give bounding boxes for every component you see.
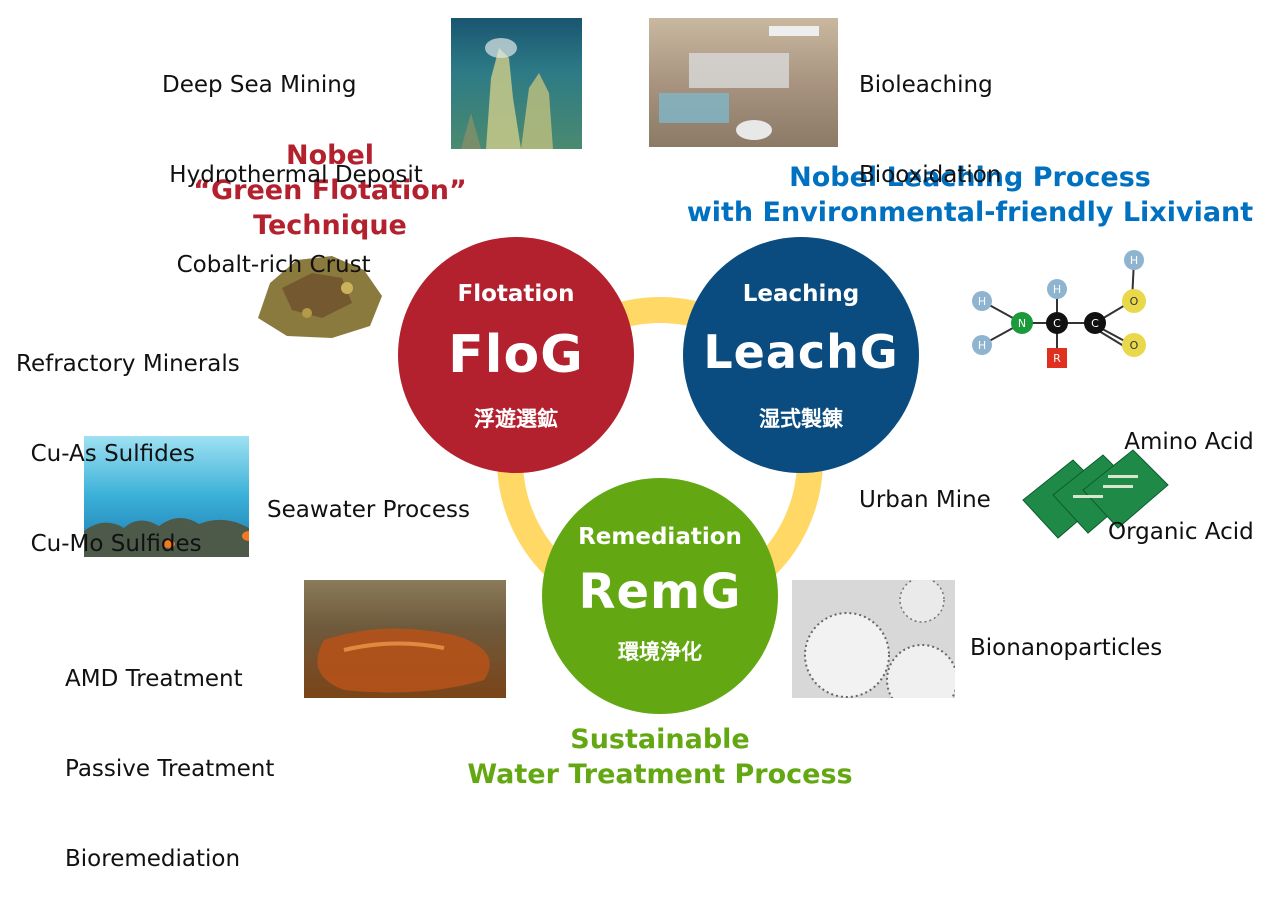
heading-line: Sustainable — [570, 724, 750, 755]
label-line: Bioleaching — [859, 72, 993, 98]
label-line: Deep Sea Mining — [162, 72, 357, 98]
label-line: Amino Acid — [1124, 429, 1254, 455]
label-line: Bioremediation — [65, 846, 241, 872]
hydrothermal-vent-photo — [451, 18, 582, 149]
refractory-minerals-label: Refractory Minerals Cu-As Sulfides Cu-Mo… — [16, 289, 240, 589]
label-line: Passive Treatment — [65, 756, 275, 782]
leachg-logo: LeachG — [703, 325, 899, 379]
label-line: Hydrothermal Deposit — [162, 162, 423, 188]
atom-label: O — [1130, 295, 1139, 308]
amino-acid-molecule-diagram: H H H N C C R H O O — [972, 250, 1146, 368]
label-line: Biooxidation — [859, 162, 1002, 188]
heading-line: “Green Flotation” — [193, 175, 467, 206]
remediation-heading: Sustainable Water Treatment Process — [440, 722, 880, 792]
remediation-jp-label: 環境浄化 — [618, 640, 702, 664]
bionanoparticles-label: Bionanoparticles — [970, 635, 1163, 661]
bionanoparticles-tem-photo — [792, 580, 955, 698]
heap-leach-site-photo — [649, 18, 838, 147]
atom-label: O — [1130, 339, 1139, 352]
label-line: Cu-As Sulfides — [16, 441, 195, 467]
circuit-boards-photo — [1013, 440, 1173, 548]
atom-label: H — [978, 295, 986, 308]
heading-line: Nobel — [285, 140, 375, 171]
heading-line: Technique — [253, 210, 407, 241]
heading-line: with Environmental-friendly Lixiviant — [686, 197, 1254, 228]
leaching-title: Leaching — [742, 281, 860, 307]
leaching-heading: Nobel Leaching Process with Environmenta… — [650, 160, 1287, 230]
coral-reef-photo — [84, 436, 249, 557]
atom-label: H — [1130, 254, 1138, 267]
atom-label: C — [1091, 317, 1099, 330]
seawater-process-label: Seawater Process — [267, 497, 470, 523]
remediation-title: Remediation — [578, 524, 742, 550]
flotation-jp-label: 浮遊選鉱 — [474, 407, 558, 431]
flog-logo: FloG — [448, 325, 584, 385]
atom-label: H — [978, 339, 986, 352]
urban-mine-label: Urban Mine — [859, 487, 991, 513]
flotation-circle: Flotation FloG 浮遊選鉱 — [398, 237, 634, 473]
remg-logo: RemG — [578, 564, 742, 620]
deep-sea-mining-label: Deep Sea Mining Hydrothermal Deposit Cob… — [162, 10, 423, 310]
atom-label: H — [1053, 283, 1061, 296]
atom-label: C — [1053, 317, 1061, 330]
heading-line: Nobel Leaching Process — [789, 162, 1151, 193]
label-line: AMD Treatment — [65, 666, 243, 692]
leaching-jp-label: 湿式製錬 — [759, 407, 843, 431]
heading-line: Water Treatment Process — [467, 759, 853, 790]
amd-pond-photo — [304, 580, 506, 698]
amino-organic-acid-label: Amino Acid Organic Acid — [1108, 367, 1254, 577]
mineral-rock-photo — [252, 248, 386, 340]
atom-label: N — [1018, 317, 1026, 330]
label-line: Cu-Mo Sulfides — [16, 531, 202, 557]
remediation-circle: Remediation RemG 環境浄化 — [542, 478, 778, 714]
amd-treatment-label: AMD Treatment Passive Treatment Bioremed… — [65, 604, 274, 904]
atom-label: R — [1053, 352, 1061, 365]
label-line: Organic Acid — [1108, 519, 1254, 545]
bioleaching-label: Bioleaching Biooxidation — [859, 10, 1001, 220]
label-line: Refractory Minerals — [16, 351, 240, 377]
flotation-heading: Nobel “Green Flotation” Technique — [190, 138, 470, 243]
label-line: Cobalt-rich Crust — [162, 252, 371, 278]
flotation-title: Flotation — [457, 281, 575, 307]
leaching-circle: Leaching LeachG 湿式製錬 — [683, 237, 919, 473]
